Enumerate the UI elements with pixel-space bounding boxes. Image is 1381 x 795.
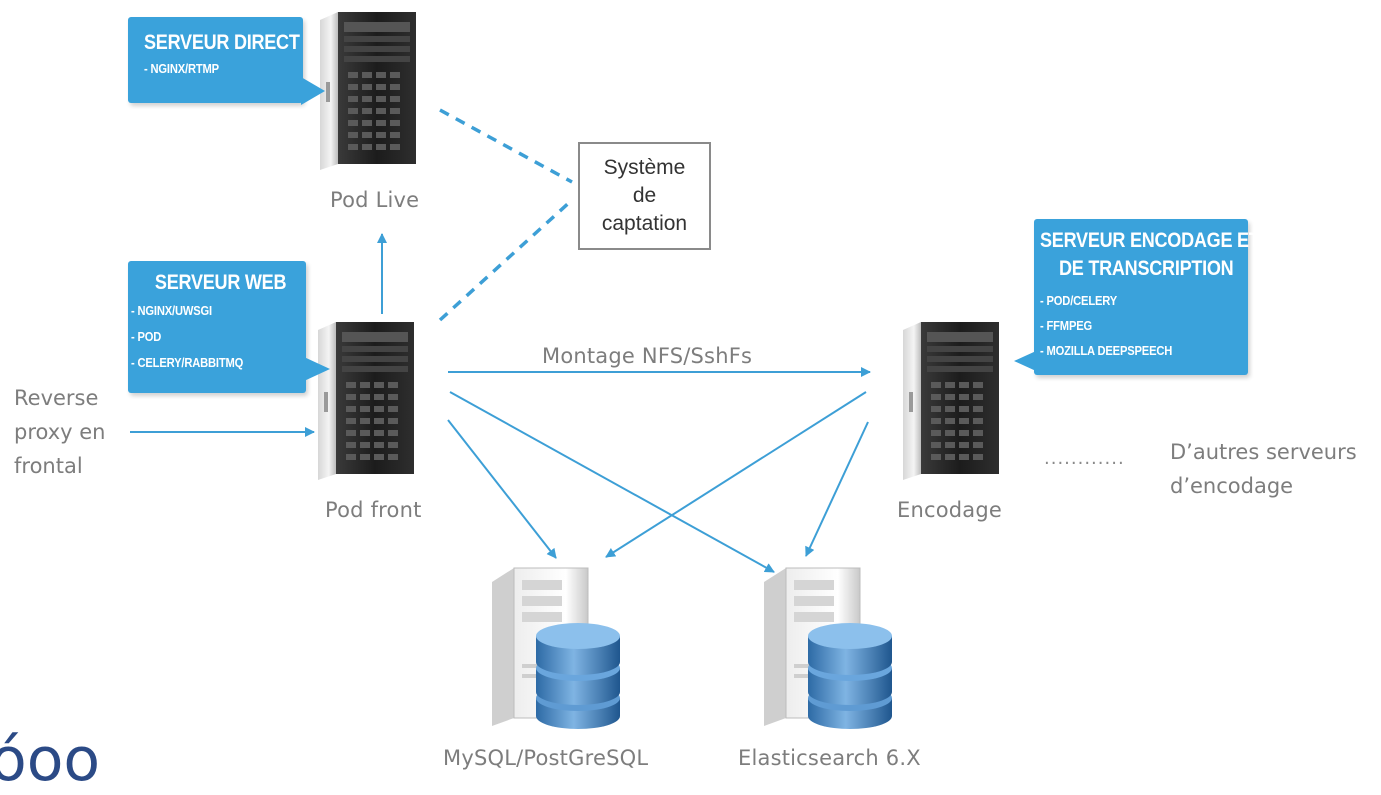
callout-item: - CELERY/RABBITMQ bbox=[131, 355, 244, 370]
callout-item: - NGINX/UWSGI bbox=[131, 303, 213, 318]
pod-live-label: Pod Live bbox=[330, 188, 420, 212]
callout-item: - MOZILLA DEEPSPEECH bbox=[1040, 343, 1173, 358]
callout-serveur-web: SERVEUR WEB - NGINX/UWSGI - POD - CELERY… bbox=[128, 261, 330, 393]
pod-front-label: Pod front bbox=[325, 498, 422, 522]
callout-tail bbox=[304, 357, 330, 381]
other-servers-label: D’autres serveurs d’encodage bbox=[1170, 440, 1357, 498]
arrow-front-to-mysql bbox=[447, 419, 557, 559]
reverse-proxy-label: Reverse proxy en frontal bbox=[14, 386, 106, 478]
dots-separator: ............ bbox=[1044, 448, 1125, 469]
callout-tail bbox=[301, 77, 325, 105]
callout-item: - NGINX/RTMP bbox=[144, 61, 219, 76]
elasticsearch-server-icon bbox=[763, 567, 893, 730]
arrow-encodage-to-elasticsearch bbox=[805, 421, 869, 557]
architecture-diagram bbox=[130, 12, 999, 730]
arrow-encodage-to-mysql bbox=[605, 391, 867, 558]
dashed-link-front-captation bbox=[438, 198, 574, 322]
callout-serveur-direct: SERVEUR DIRECT - NGINX/RTMP bbox=[128, 17, 325, 105]
arrow-front-to-elasticsearch bbox=[449, 391, 775, 573]
callout-tail bbox=[1014, 351, 1036, 371]
captation-label: Système de captation bbox=[601, 156, 688, 235]
captation-system-box: Système de captation bbox=[578, 142, 711, 250]
callout-title: DE TRANSCRIPTION bbox=[1059, 257, 1234, 280]
callout-title: SERVEUR ENCODAGE ET bbox=[1040, 229, 1260, 252]
encodage-server-icon bbox=[903, 322, 999, 480]
callout-item: - FFMPEG bbox=[1040, 318, 1093, 333]
callout-title: SERVEUR WEB bbox=[154, 271, 287, 294]
pod-front-server-icon bbox=[318, 322, 414, 480]
dashed-link-live-captation bbox=[439, 108, 573, 184]
callout-item: - POD/CELERY bbox=[1040, 293, 1118, 308]
mysql-server-icon bbox=[491, 567, 621, 730]
pod-live-server-icon bbox=[320, 12, 416, 170]
elasticsearch-label: Elasticsearch 6.X bbox=[738, 746, 921, 770]
montage-label: Montage NFS/SshFs bbox=[542, 344, 753, 368]
callout-title: SERVEUR DIRECT bbox=[144, 31, 300, 54]
callout-serveur-encodage: SERVEUR ENCODAGE ET DE TRANSCRIPTION - P… bbox=[1014, 219, 1260, 375]
encodage-label: Encodage bbox=[897, 498, 1003, 522]
mysql-label: MySQL/PostGreSQL bbox=[443, 746, 649, 770]
callout-item: - POD bbox=[131, 329, 162, 344]
logo: óoo bbox=[0, 725, 101, 795]
